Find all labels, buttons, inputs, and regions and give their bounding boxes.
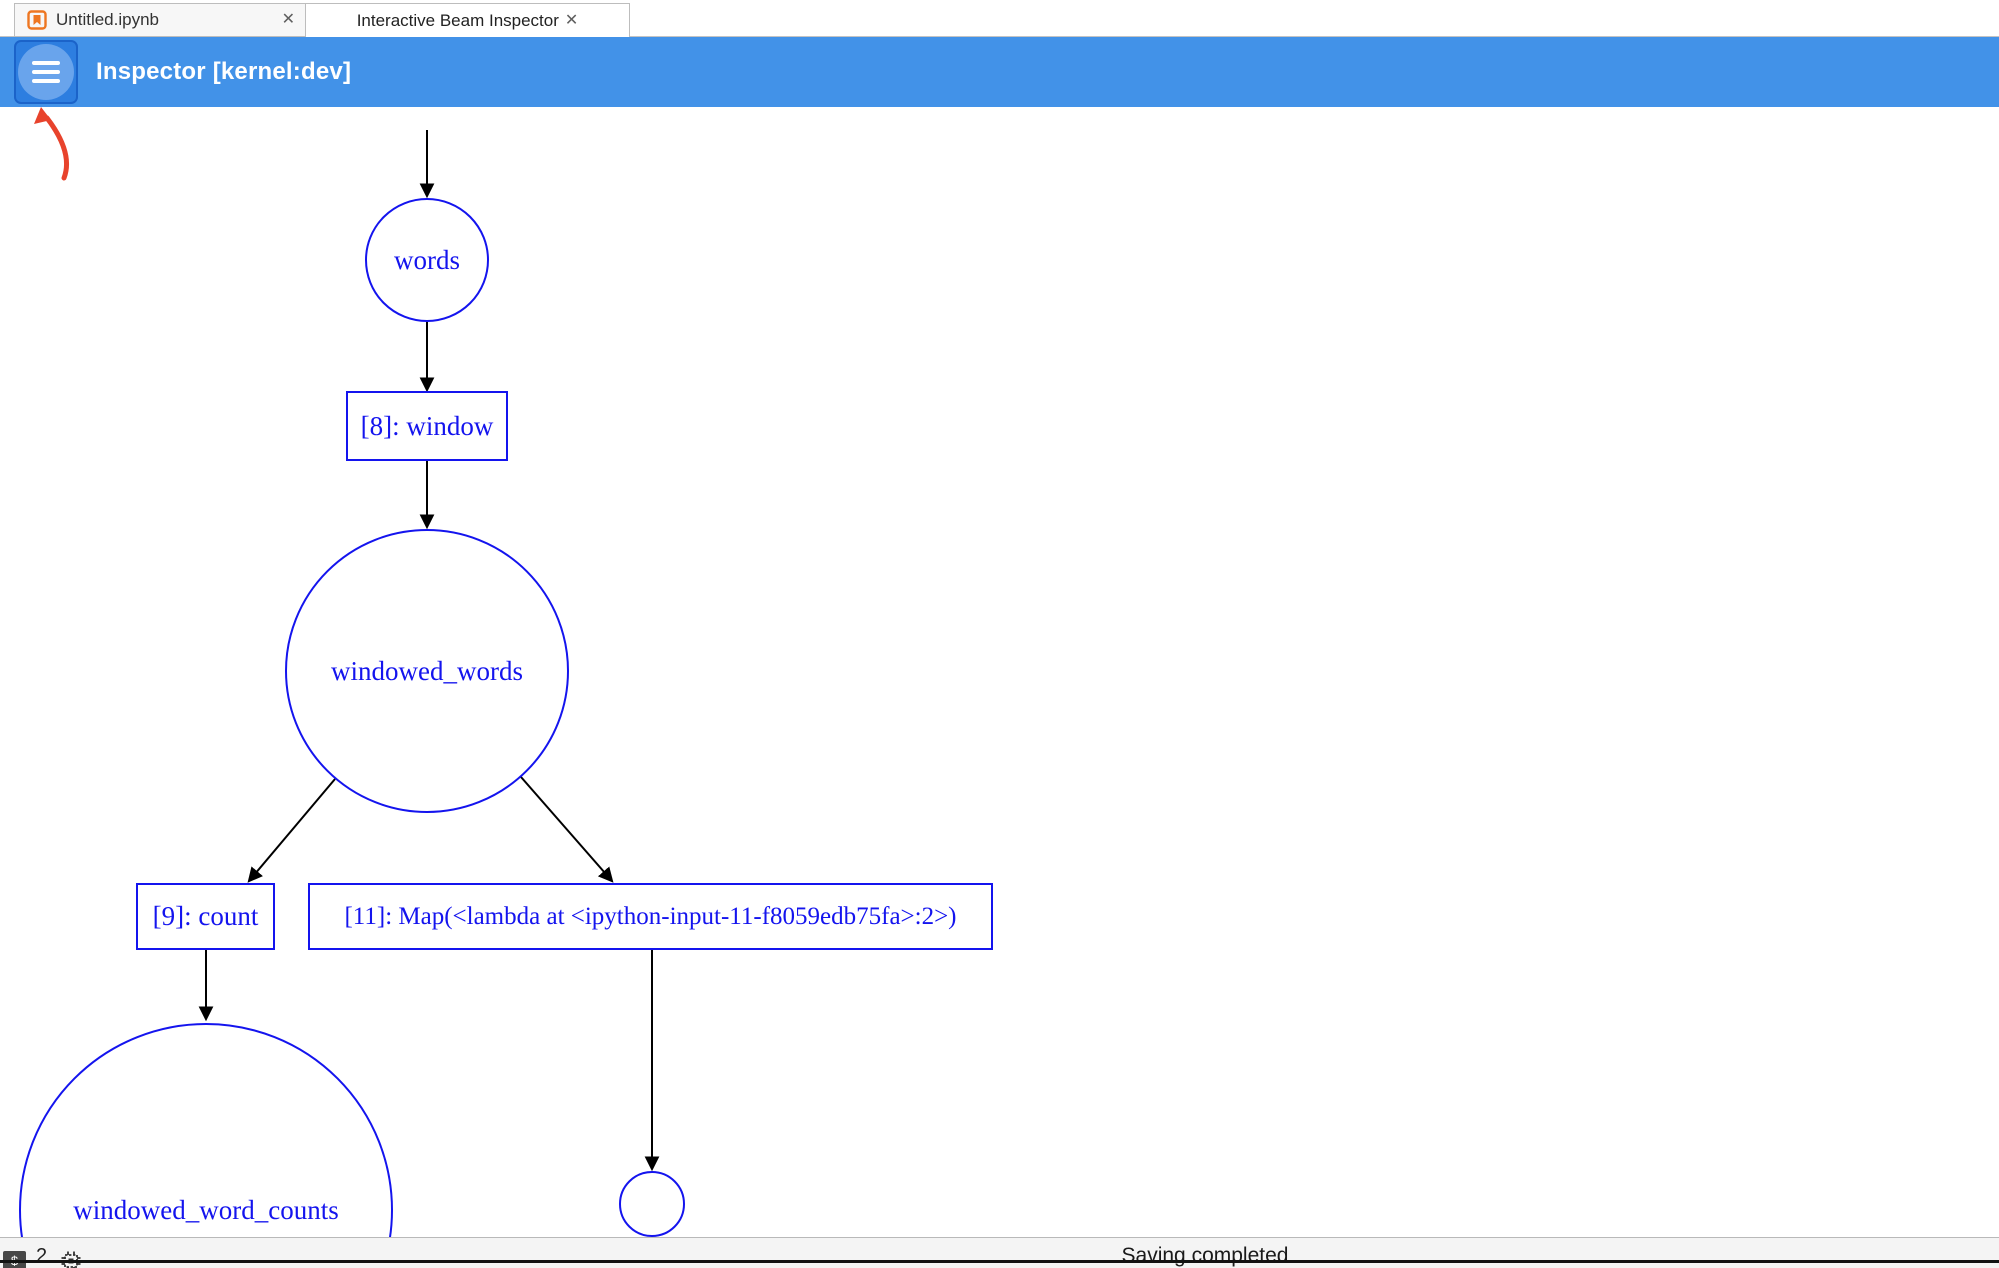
tab-bar: Untitled.ipynb ✕ Interactive Beam Inspec… (0, 0, 1999, 37)
kernel-count: 2 (36, 1245, 48, 1267)
node-label: [8]: window (360, 410, 494, 441)
kernel-chip-icon[interactable] (60, 1250, 82, 1268)
edge-windowed-words-to-count (247, 778, 336, 883)
bottom-edge-divider (0, 1260, 1999, 1263)
tab-label: Untitled.ipynb (56, 10, 160, 29)
pipeline-graph-canvas: words [8]: window windowed_words [9]: co… (0, 107, 1999, 1268)
hamburger-icon (18, 44, 74, 100)
pipeline-edges (34, 107, 660, 1172)
annotation-arrow (44, 115, 70, 181)
node-count-transform[interactable]: [9]: count (136, 883, 275, 950)
node-label: windowed_words (331, 655, 523, 686)
annotation-arrowhead (34, 107, 51, 124)
status-bar (0, 1237, 1999, 1268)
tab-untitled-notebook[interactable]: Untitled.ipynb ✕ (14, 3, 306, 37)
close-icon[interactable]: ✕ (281, 11, 295, 28)
node-label: [9]: count (152, 901, 259, 931)
tab-label: Interactive Beam Inspector (356, 10, 559, 30)
notebook-icon (27, 10, 47, 30)
edge-windowed-words-to-map (520, 776, 614, 883)
close-icon[interactable]: ✕ (564, 11, 579, 29)
node-label: windowed_word_counts (73, 1194, 339, 1225)
node-label: words (394, 244, 460, 275)
tab-interactive-beam-inspector[interactable]: Interactive Beam Inspector ✕ (306, 3, 630, 37)
menu-toggle-button[interactable] (14, 40, 78, 104)
node-windowed-words[interactable]: windowed_words (285, 529, 569, 813)
node-map-lambda-transform[interactable]: [11]: Map(<lambda at <ipython-input-11-f… (308, 883, 993, 950)
page-title: Inspector [kernel:dev] (96, 58, 352, 85)
node-words[interactable]: words (365, 198, 489, 322)
node-window-transform[interactable]: [8]: window (346, 391, 508, 461)
node-label: [11]: Map(<lambda at <ipython-input-11-f… (344, 902, 957, 930)
status-message: Saving completed (1121, 1244, 1289, 1267)
node-anonymous-pcollection[interactable] (619, 1171, 685, 1237)
inspector-header: Inspector [kernel:dev] (0, 37, 1999, 107)
